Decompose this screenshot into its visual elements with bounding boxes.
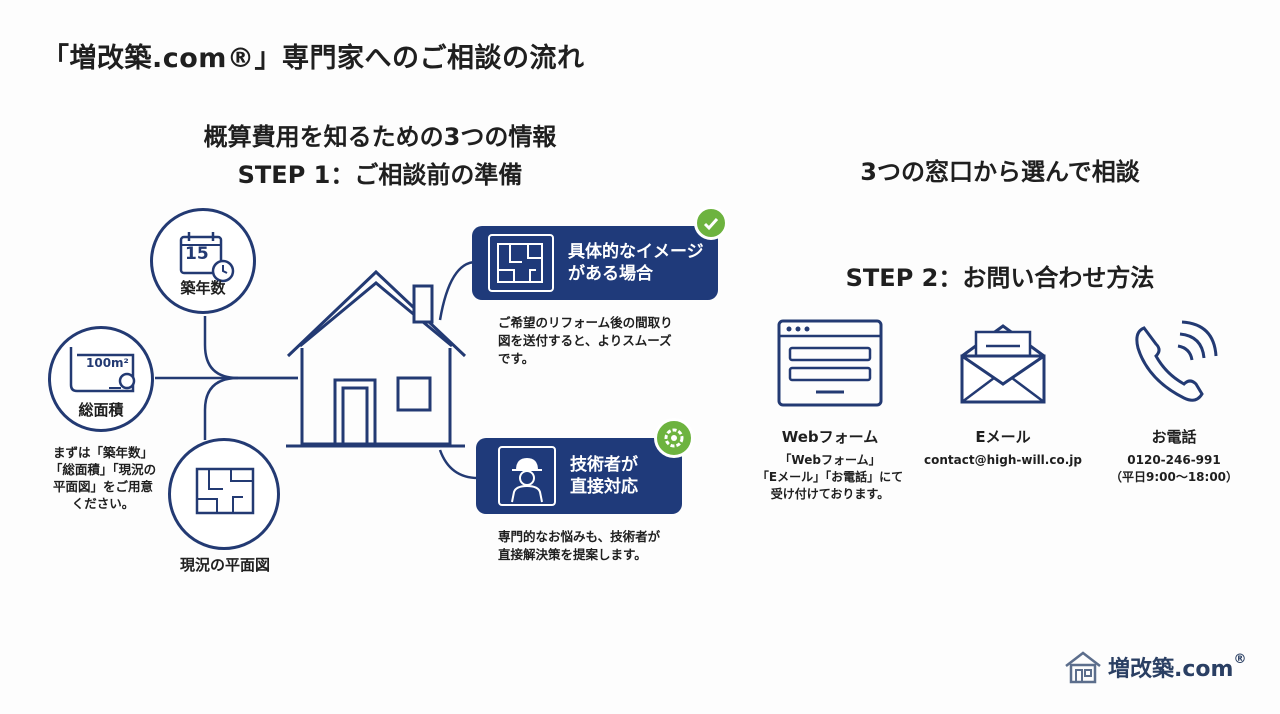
step1-note: まずは「築年数」 「総面積」「現況の 平面図」をご用意 ください。 [28, 444, 178, 512]
step1-heading: 概算費用を知るための3つの情報 STEP 1：ご相談前の準備 [140, 118, 620, 194]
note-line: 「総面積」「現況の [49, 462, 157, 477]
calendar-number: 15 [185, 244, 209, 264]
card-label-line: 技術者が [570, 455, 638, 475]
age-label: 築年数 [180, 279, 226, 297]
page-title: 「増改築.com®」専門家へのご相談の流れ [42, 43, 585, 74]
logo: 増改築.com ® [1064, 650, 1246, 684]
email-icon [960, 324, 1046, 404]
calendar-icon [179, 232, 235, 283]
house-logo-icon [1065, 651, 1101, 684]
age-circle: 15 築年数 [150, 208, 256, 314]
desc-line: です。 [498, 351, 535, 366]
channel-sub-line: contact@high-will.co.jp [924, 453, 1082, 467]
channel-web-sub: 「Webフォーム」 「Eメール」「お電話」にて 受け付けております。 [730, 452, 930, 503]
step2-heading1: 3つの窓口から選んで相談 [860, 158, 1140, 186]
note-line: 平面図」をご用意 [52, 479, 153, 494]
web-form-icon [777, 319, 883, 407]
card-image-plan-desc: ご希望のリフォーム後の間取り 図を送付すると、よりスムーズ です。 [498, 314, 718, 368]
area-value: 100m² [86, 356, 129, 370]
desc-line: 専門的なお悩みも、技術者が [498, 529, 661, 544]
phone-icon [1135, 320, 1218, 402]
engineer-icon [498, 446, 556, 506]
card-image-plan-label: 具体的なイメージ がある場合 [568, 241, 704, 285]
connector-age [203, 316, 298, 380]
connector-card2 [438, 449, 479, 480]
card-engineer-label: 技術者が 直接対応 [570, 454, 638, 498]
note-line: まずは「築年数」 [52, 445, 153, 460]
channel-sub-line: 「Eメール」「お電話」にて [756, 470, 904, 484]
plan-circle [168, 438, 280, 550]
channel-phone-label: お電話 [1151, 428, 1197, 446]
channel-email-label: Eメール [975, 428, 1031, 446]
connector-plan [203, 376, 239, 440]
area-label: 総面積 [78, 401, 124, 419]
connector-card1 [438, 260, 477, 321]
channel-phone-sub: 0120-246-991 （平日9:00〜18:00） [1074, 452, 1274, 486]
card-label-line: 直接対応 [570, 477, 638, 497]
logo-mark: ® [1233, 652, 1247, 667]
plan-label: 現況の平面図 [179, 556, 270, 574]
card-label-line: がある場合 [568, 264, 653, 284]
note-line: ください。 [71, 496, 135, 511]
channel-sub-line: 0120-246-991 [1127, 453, 1221, 467]
step2-heading2: STEP 2：お問い合わせ方法 [845, 264, 1155, 292]
card-image-plan: 具体的なイメージ がある場合 [472, 226, 718, 300]
channel-email-sub: contact@high-will.co.jp [903, 452, 1103, 469]
desc-line: 図を送付すると、よりスムーズ [498, 333, 672, 348]
channel-sub-line: 受け付けております。 [770, 487, 890, 501]
step1-heading-line2: STEP 1：ご相談前の準備 [237, 161, 523, 189]
house-icon [286, 269, 467, 448]
step1-heading-line1: 概算費用を知るための3つの情報 [203, 123, 557, 151]
measure-scroll-icon [69, 347, 136, 393]
channel-sub-line: 「Webフォーム」 [779, 453, 881, 467]
channel-web-label: Webフォーム [781, 428, 879, 446]
floor-plan-doc-icon [488, 234, 554, 292]
card-engineer-desc: 専門的なお悩みも、技術者が 直接解決策を提案します。 [498, 528, 718, 564]
desc-line: ご希望のリフォーム後の間取り [498, 315, 673, 330]
area-circle: 100m² 総面積 [48, 326, 154, 432]
card-label-line: 具体的なイメージ [568, 242, 704, 262]
gear-icon [654, 418, 694, 458]
check-icon [694, 206, 728, 240]
floor-plan-icon [195, 467, 255, 515]
card-engineer: 技術者が 直接対応 [476, 438, 682, 514]
channel-sub-line: （平日9:00〜18:00） [1109, 470, 1239, 484]
logo-text: 増改築.com [1108, 657, 1234, 682]
desc-line: 直接解決策を提案します。 [498, 547, 647, 562]
